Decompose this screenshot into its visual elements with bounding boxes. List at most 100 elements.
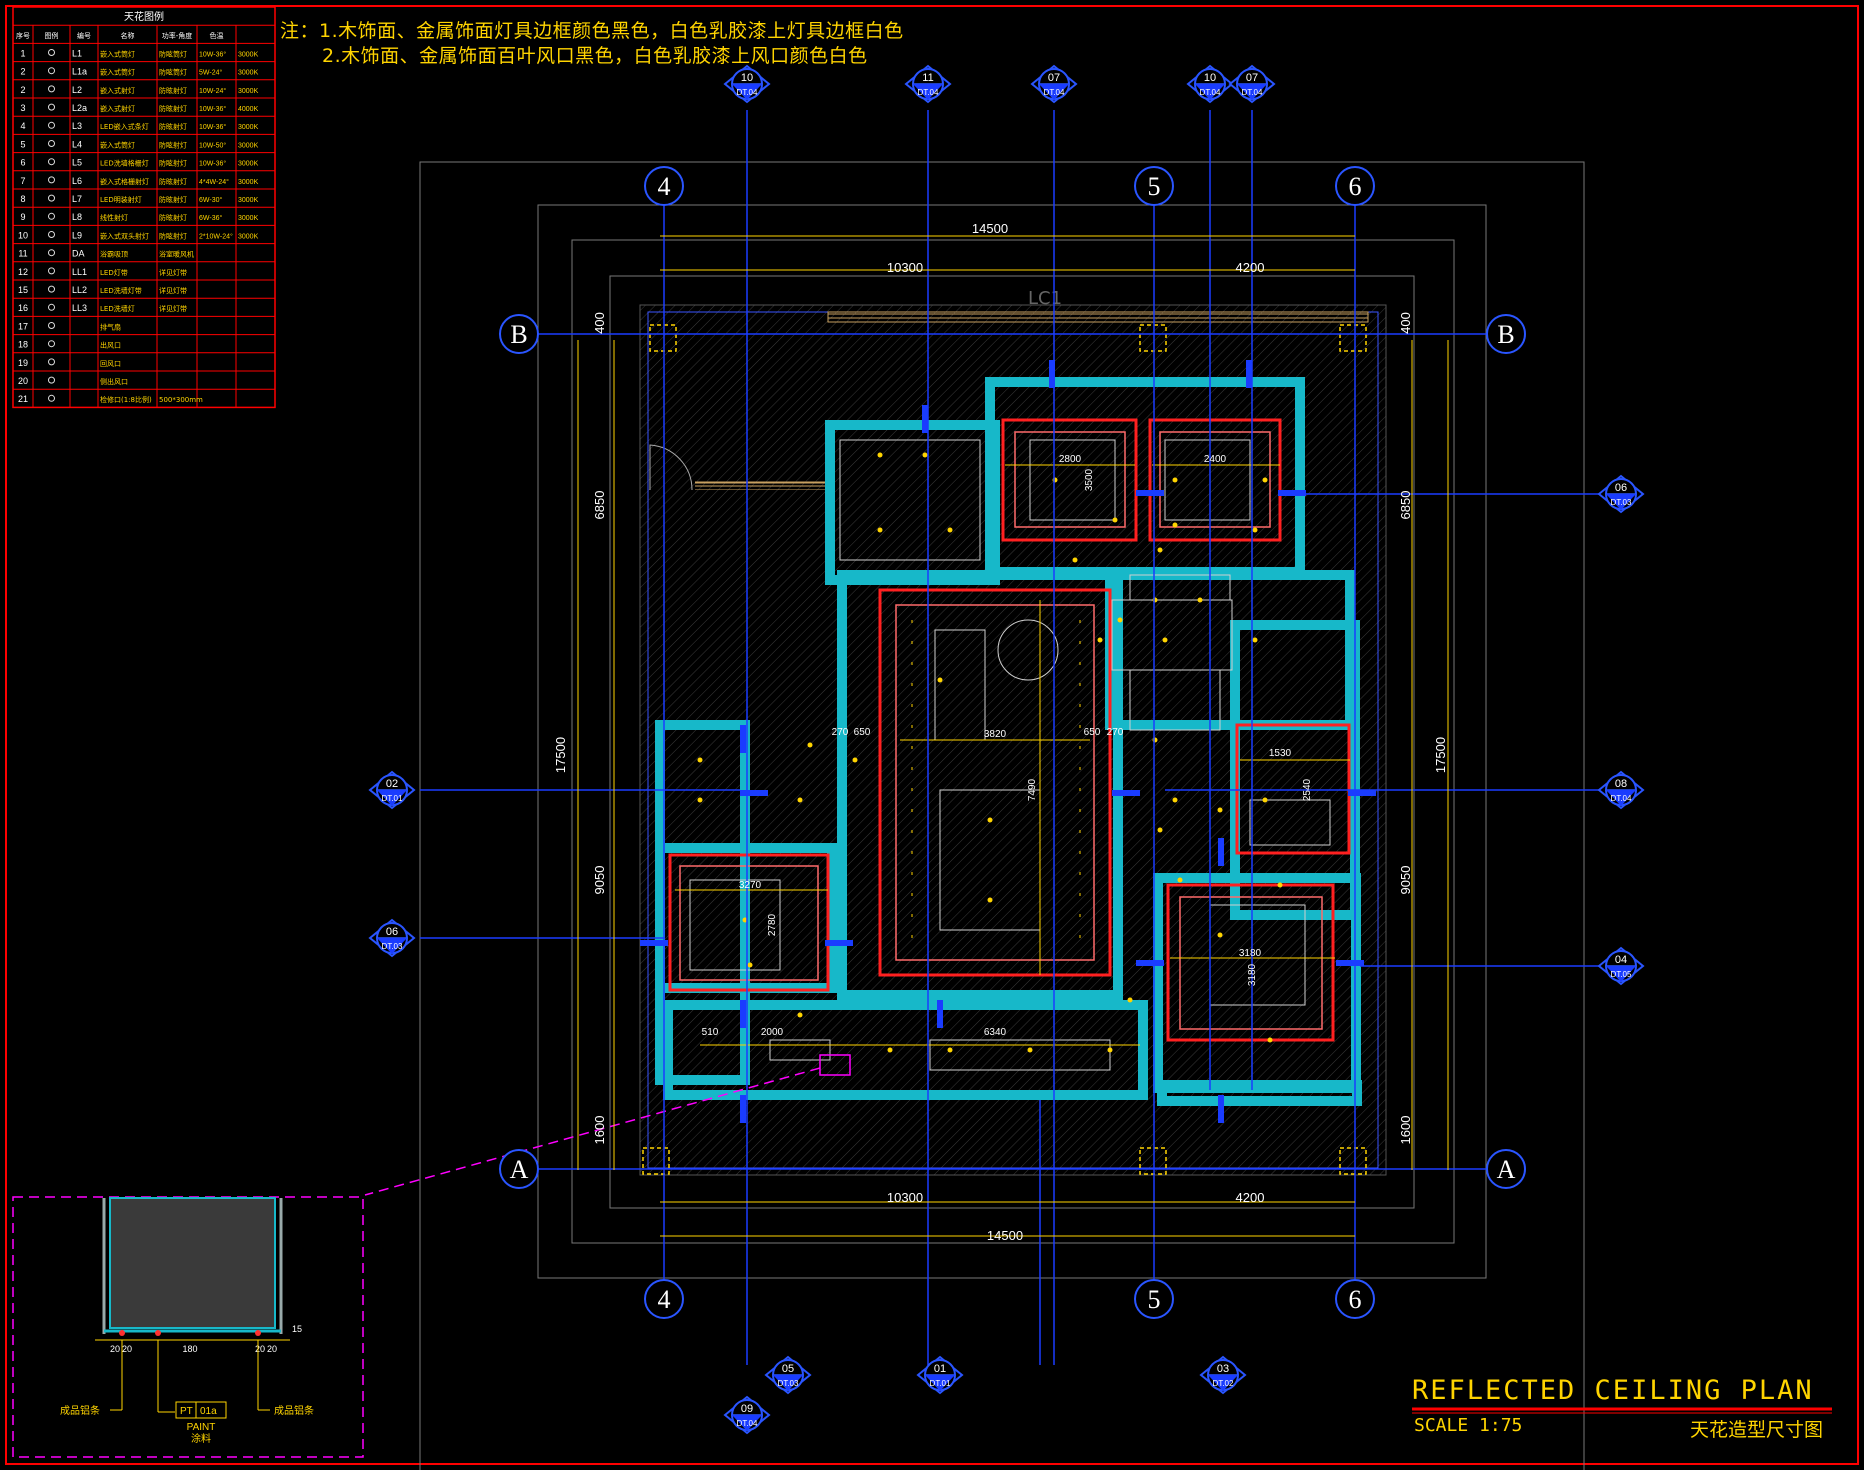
light-fixture <box>947 527 953 533</box>
grid-bubble-b-left: B <box>499 314 539 354</box>
legend-cell-name: 回风口 <box>100 360 121 368</box>
legend-header: 功率-角度 <box>162 31 193 40</box>
light-fixture <box>887 1047 893 1053</box>
legend-cell-temp: 3000K <box>238 124 259 131</box>
callout-reference: DT.04 <box>737 1419 758 1428</box>
light-fixture <box>1252 527 1258 533</box>
legend-cell-spec: 防眩射灯 <box>159 231 187 240</box>
legend-cell-power: 10W-36° <box>199 105 226 113</box>
light-fixture <box>1107 1047 1113 1053</box>
light-fixture <box>1112 517 1118 523</box>
dim-corridor-length: 6340 <box>984 1027 1007 1038</box>
svg-text:4: 4 <box>658 172 671 201</box>
legend-cell-name: LED明装射灯 <box>100 195 142 204</box>
paint-tag-cn: 涂料 <box>191 1432 211 1445</box>
legend-cell-no: 5 <box>20 139 25 149</box>
dim-bed2-width: 2400 <box>1204 454 1227 465</box>
legend-cell-code: L8 <box>72 212 82 222</box>
callout-number: 05 <box>782 1363 794 1375</box>
dim-side-270-left: 270 <box>832 727 849 738</box>
sheet-border <box>5 5 1859 1465</box>
dim-bath-width: 1530 <box>1269 748 1292 759</box>
light-fixture <box>697 757 703 763</box>
section-callouts: 10DT.0411DT.0407DT.0410DT.0407DT.0402DT.… <box>368 64 1645 1435</box>
legend-cell-no: 10 <box>18 230 28 240</box>
drawing-scale: SCALE 1:75 <box>1414 1415 1523 1436</box>
legend-cell-power: 10W-50° <box>199 141 226 149</box>
detail-cavity <box>109 1197 276 1329</box>
grid-bubble-6-bottom: 6 <box>1335 1279 1375 1319</box>
svg-text:6: 6 <box>1349 1285 1362 1314</box>
legend-cell-spec: 防眩筒灯 <box>159 68 187 77</box>
svg-text:15: 15 <box>292 1324 302 1334</box>
column-markers <box>642 324 1367 1175</box>
legend-cell-name: 排气扇 <box>100 322 121 331</box>
svg-text:A: A <box>1497 1155 1516 1184</box>
legend-cell-no: 4 <box>20 121 25 131</box>
legend-cell-spec: 防眩射灯 <box>159 177 187 186</box>
legend-symbol <box>48 85 55 93</box>
dim-master-height: 3180 <box>1247 963 1258 986</box>
callout-number: 03 <box>1217 1363 1229 1375</box>
callout-reference: DT.05 <box>1611 970 1632 979</box>
svg-text:A: A <box>510 1155 529 1184</box>
dim-master-width: 3180 <box>1239 948 1262 959</box>
callout-number: 06 <box>1615 482 1627 494</box>
legend-cell-name: 嵌入式筒灯 <box>100 140 135 149</box>
callout-reference: DT.01 <box>930 1379 951 1388</box>
svg-text:4: 4 <box>658 1285 671 1314</box>
svg-text:20: 20 <box>122 1344 132 1354</box>
legend-cell-code: L9 <box>72 230 82 240</box>
dim-upper-right: 6850 <box>1398 491 1413 520</box>
paint-tag-a: PT <box>180 1406 193 1417</box>
dim-total-width-top: 14500 <box>972 221 1008 236</box>
legend-cell-name: 嵌入式筒灯 <box>100 49 135 58</box>
legend-cell-code: LL2 <box>72 285 87 295</box>
legend-cell-name: LED洗墙格栅灯 <box>100 159 149 168</box>
legend-cell-spec: 防眩射灯 <box>159 140 187 149</box>
legend-cell-no: 6 <box>20 158 25 168</box>
note-line-2: 2.木饰面、金属饰面百叶风口黑色，白色乳胶漆上风口颜色白色 <box>322 45 868 67</box>
legend-cell-power: 10W-36° <box>199 50 226 58</box>
legend-header: 色温 <box>210 31 224 40</box>
legend-cell-code: L1a <box>72 67 87 77</box>
legend-cell-power: 4*4W-24° <box>199 178 229 186</box>
paint-tag-b: 01a <box>200 1406 217 1417</box>
legend-cell-name: LED洗墙灯 <box>100 304 135 313</box>
corridor-hatch <box>695 480 828 490</box>
outline-3 <box>571 239 1455 1244</box>
light-fixture <box>1217 932 1223 938</box>
legend-cell-spec: 防眩射灯 <box>159 104 187 113</box>
svg-text:180: 180 <box>182 1344 197 1354</box>
legend-cell-no: 18 <box>18 340 28 350</box>
legend-symbol <box>48 158 55 166</box>
paint-tag-box <box>175 1401 227 1419</box>
callout-reference: DT.04 <box>1242 88 1263 97</box>
svg-text:20: 20 <box>110 1344 120 1354</box>
light-fixture <box>1157 827 1163 833</box>
light-fixture <box>877 527 883 533</box>
light-fixture <box>987 897 993 903</box>
legend-cell-name: 侧出风口 <box>100 377 128 386</box>
grid-lines <box>420 110 1610 1365</box>
legend-symbol <box>48 140 55 147</box>
legend-symbol <box>48 394 55 402</box>
light-fixture <box>797 1012 803 1018</box>
light-fixture <box>1177 877 1183 883</box>
legend-cell-name: LED洗墙灯带 <box>100 286 142 295</box>
dim-left-span-bottom: 10300 <box>887 1190 923 1205</box>
legend-cell-no: 16 <box>18 303 28 313</box>
legend-cell-spec: 浴室暖风机 <box>159 250 194 259</box>
dimension-labels: 14500 10300 4200 10300 4200 14500 17500 … <box>553 221 1448 1243</box>
dim-total-height-left: 17500 <box>553 737 568 773</box>
legend-cell-power: 10W-24° <box>199 87 226 95</box>
legend-symbol <box>48 322 55 329</box>
